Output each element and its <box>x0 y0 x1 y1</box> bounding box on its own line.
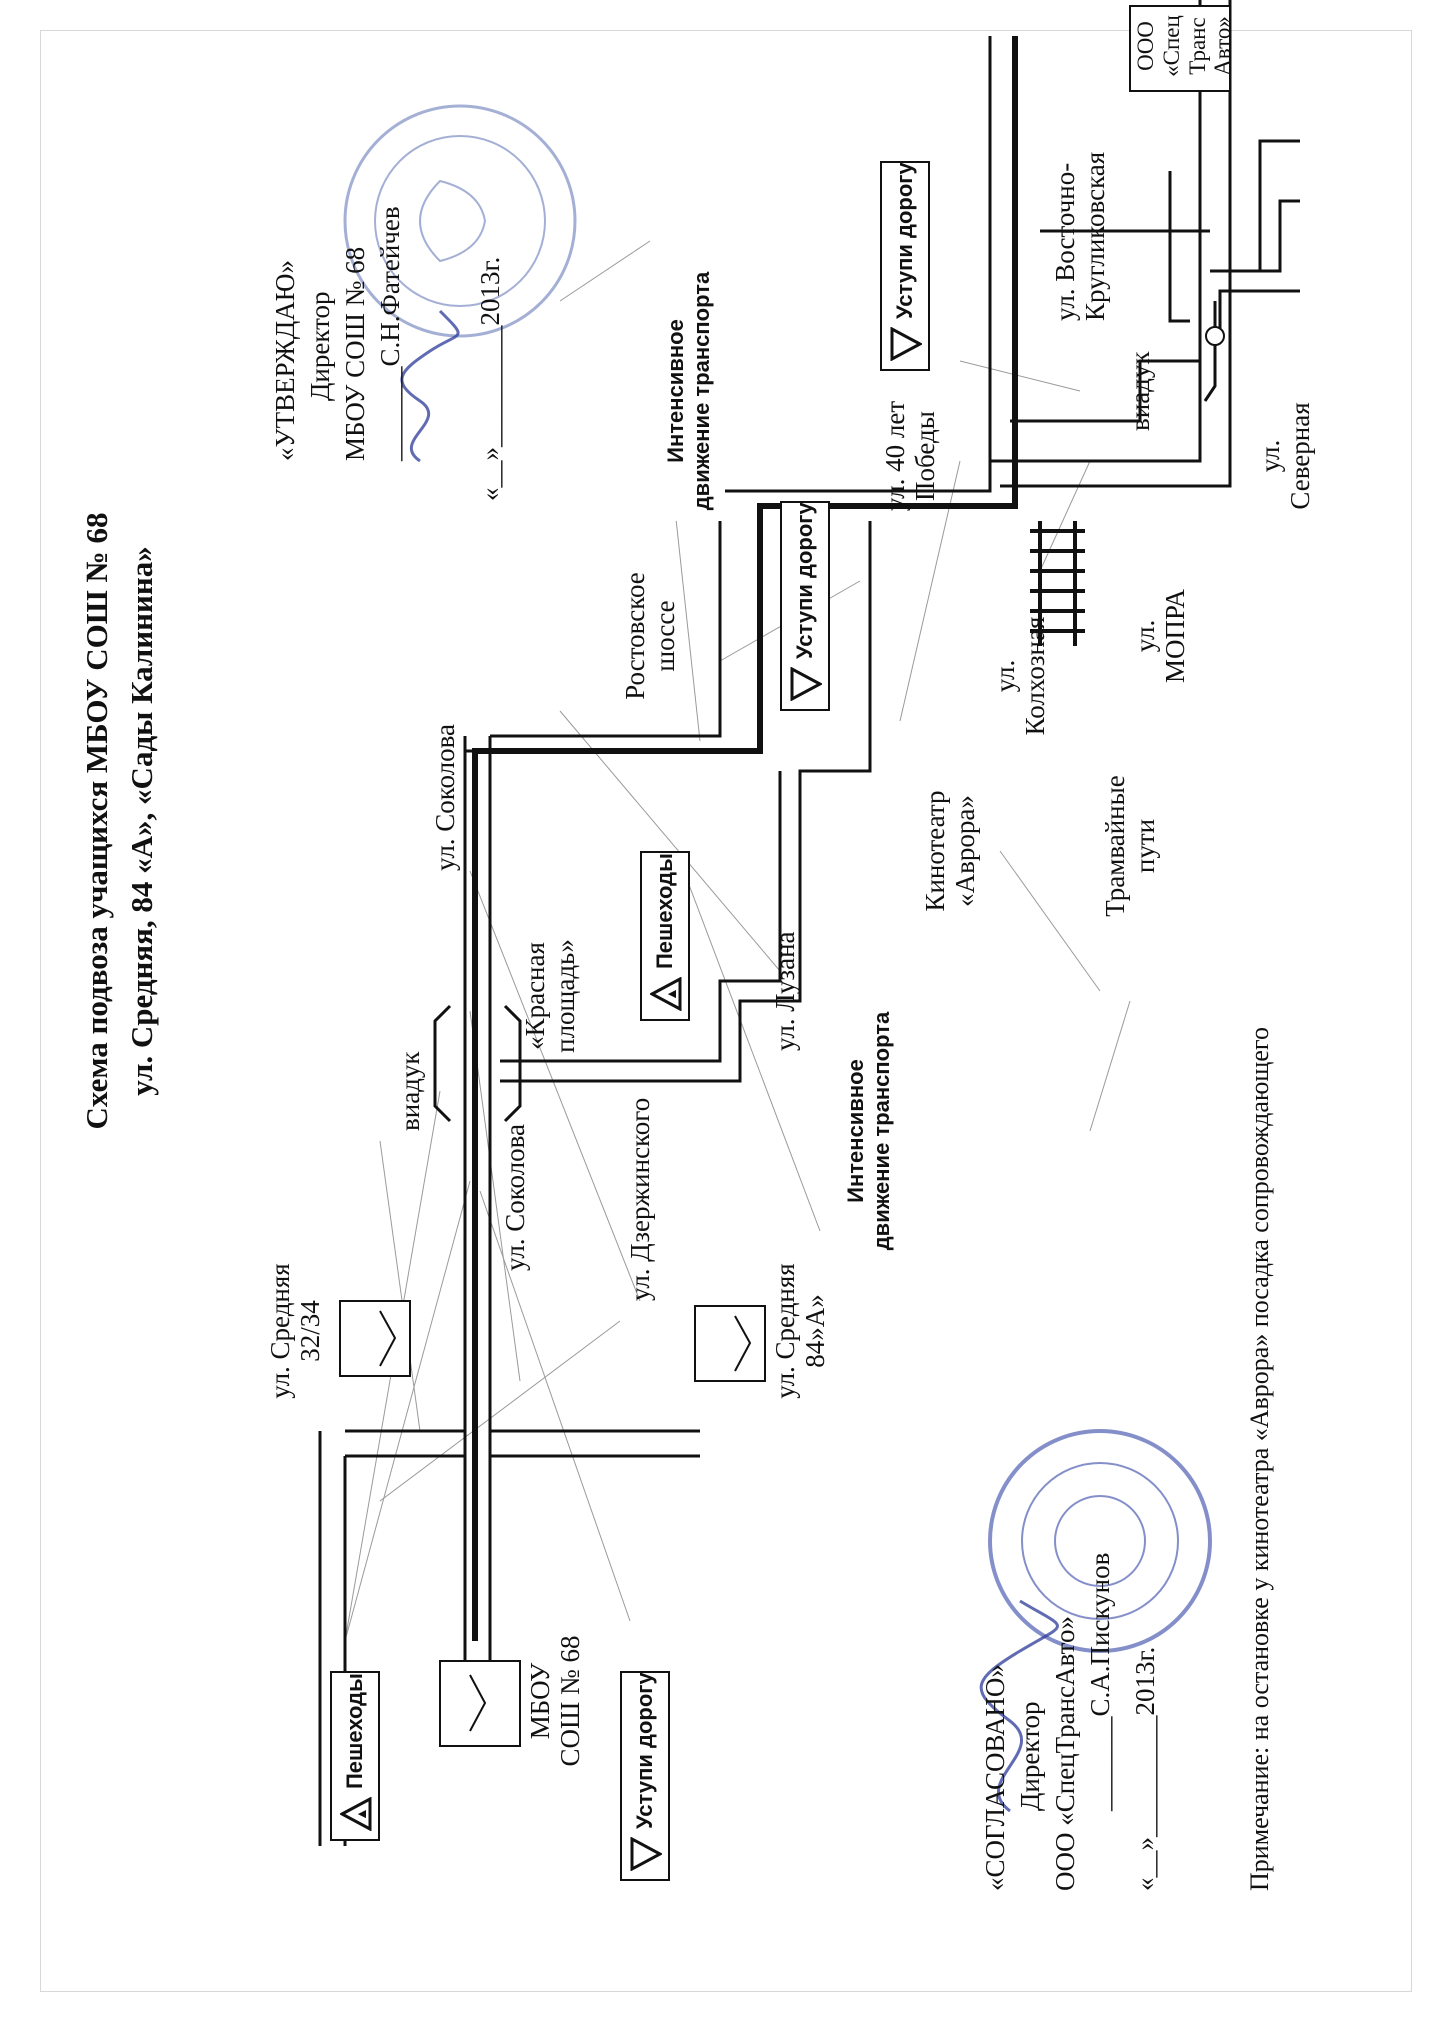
give-way-triangle-icon <box>890 327 922 361</box>
label-luzana: ул. Лузана <box>770 931 800 1051</box>
warning-triangle-icon: ▲ <box>650 977 682 1011</box>
page-border <box>40 30 1412 1992</box>
approval-heading: «УТВЕРЖДАЮ» <box>270 259 300 461</box>
warning-triangle-icon: ▲ <box>340 1797 372 1831</box>
sign-give-way-1: Уступи дорогу <box>620 1671 670 1881</box>
roads <box>318 0 1300 1846</box>
approval-date: «__»_________2013г. <box>475 256 505 501</box>
title-line-1: Схема подвоза учащихся МБОУ СОШ № 68 <box>79 512 114 1130</box>
give-way-triangle-icon <box>790 667 822 701</box>
sign-pedestrians-2: ▲ Пешеходы <box>640 851 690 1021</box>
label-sokolova-2: ул. Соколова <box>430 723 460 871</box>
approval-org: МБОУ СОШ № 68 <box>340 246 370 461</box>
svg-text:▲: ▲ <box>355 1807 370 1821</box>
signatures <box>400 309 1059 1813</box>
label-severnaya: ул.Северная <box>1255 402 1316 510</box>
svg-text:▲: ▲ <box>665 987 680 1001</box>
sign-pedestrians-1: ▲ Пешеходы <box>330 1671 380 1841</box>
sign-give-way-3: Уступи дорогу <box>880 161 930 371</box>
tram-tracks <box>1030 521 1085 646</box>
agreement-role: Директор <box>1015 1701 1045 1811</box>
approval-role: Директор <box>305 291 335 401</box>
agreement-heading: «СОГЛАСОВАНО» <box>980 1664 1010 1891</box>
school-stamp <box>343 104 577 338</box>
agreement-org: ООО «СпецТрансАвто» <box>1050 1615 1080 1891</box>
agreement-date: «__»_________2013г. <box>1130 1646 1160 1891</box>
company-stamp <box>988 1429 1212 1653</box>
label-kinoteatr: Кинотеатр«Аврора» <box>920 790 981 912</box>
agreement-name: _______С.А.Пискунов <box>1085 1552 1115 1811</box>
sign-give-way-2: Уступи дорогу <box>780 501 830 711</box>
label-vostochno: ул. Восточно-Кругликовская <box>1050 151 1111 321</box>
label-mopra: ул.МОПРА <box>1130 588 1191 684</box>
label-viaduk-1: виадук <box>395 1051 425 1131</box>
give-way-triangle-icon <box>630 1837 662 1871</box>
label-sokolova-1: ул. Соколова <box>500 1123 530 1271</box>
title-line-2: ул. Средняя, 84 «А», «Сады Калинина» <box>124 546 159 1096</box>
label-kolkhoznaya: ул.Колхозная <box>990 616 1051 736</box>
label-viaduk-2: виадук <box>1125 351 1155 431</box>
label-dzerzhinskogo: ул. Дзержинского <box>625 1097 655 1301</box>
approval-name: _______С.Н.Фатейчев <box>375 206 405 461</box>
stop-boxes <box>339 5 1231 1747</box>
note-text: Примечание: на остановке у кинотеатра «А… <box>1245 1027 1274 1891</box>
